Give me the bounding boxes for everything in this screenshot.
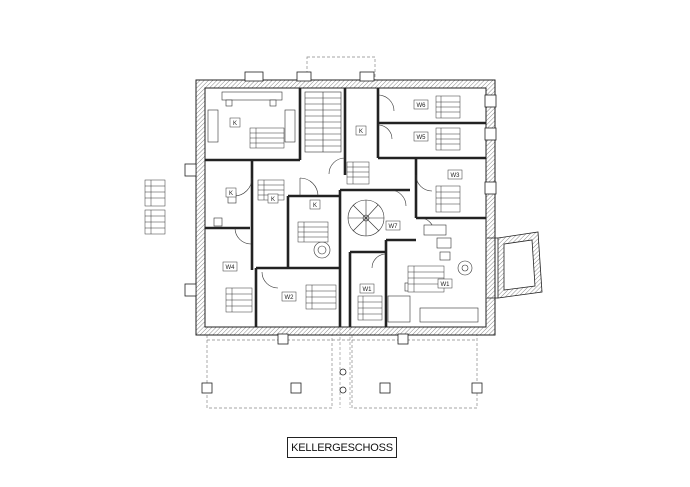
terrace-right bbox=[487, 231, 543, 299]
room-data-tables bbox=[144, 95, 461, 321]
room-label-w5: W5 bbox=[413, 131, 429, 142]
room-labels: K K W6 W5 W3 K K K W7 W4 W2 W1 W1 bbox=[222, 99, 463, 302]
room-label-k-mid: K bbox=[267, 193, 279, 204]
room-code-w6: W6 bbox=[417, 103, 427, 109]
table-w4 bbox=[225, 287, 253, 313]
table-k-top bbox=[249, 127, 285, 149]
room-label-k-top: K bbox=[229, 117, 241, 128]
room-code-w7: W7 bbox=[389, 224, 399, 230]
furniture bbox=[207, 91, 479, 323]
room-code-w2: W2 bbox=[285, 295, 295, 301]
room-code-w5: W5 bbox=[417, 135, 427, 141]
room-code-w4: W4 bbox=[226, 265, 236, 271]
table-w6 bbox=[435, 95, 461, 119]
stair-spiral bbox=[347, 199, 385, 237]
table-left-outer bbox=[144, 179, 166, 207]
room-code-k-right-mid: K bbox=[313, 203, 317, 209]
room-code-w1-small: W1 bbox=[363, 287, 373, 293]
room-code-w1-large: W1 bbox=[441, 282, 451, 288]
room-label-w7: W7 bbox=[385, 220, 401, 231]
entry-lines bbox=[339, 327, 351, 408]
room-code-k-top: K bbox=[233, 121, 237, 127]
room-label-w2: W2 bbox=[281, 291, 297, 302]
room-code-k-stair: K bbox=[359, 129, 363, 135]
table-w1-small bbox=[357, 295, 383, 321]
table-k-stair bbox=[346, 161, 370, 185]
interior-walls bbox=[205, 88, 486, 327]
room-code-w3: W3 bbox=[451, 173, 461, 179]
table-left-outer-2 bbox=[144, 209, 166, 235]
room-label-k-small: K bbox=[225, 187, 237, 198]
drawing-title: KELLERGESCHOSS bbox=[287, 437, 397, 458]
table-w2 bbox=[305, 284, 337, 310]
pilasters bbox=[184, 94, 497, 297]
table-w5 bbox=[435, 127, 461, 151]
room-label-w1-small: W1 bbox=[359, 283, 375, 294]
room-label-w3: W3 bbox=[447, 169, 463, 180]
room-label-w6: W6 bbox=[413, 99, 429, 110]
room-label-w4: W4 bbox=[222, 261, 238, 272]
column-markers bbox=[201, 333, 483, 394]
room-label-k-stair: K bbox=[355, 125, 367, 136]
door-swings bbox=[233, 94, 435, 289]
room-label-w1-large: W1 bbox=[437, 278, 453, 289]
room-label-k-right-mid: K bbox=[309, 199, 321, 210]
stair-straight bbox=[304, 91, 342, 153]
room-code-k-mid: K bbox=[271, 197, 275, 203]
chimney-blocks bbox=[244, 71, 375, 82]
table-w3 bbox=[435, 185, 461, 213]
room-code-k-small: K bbox=[229, 191, 233, 197]
table-k-mid bbox=[297, 221, 329, 243]
